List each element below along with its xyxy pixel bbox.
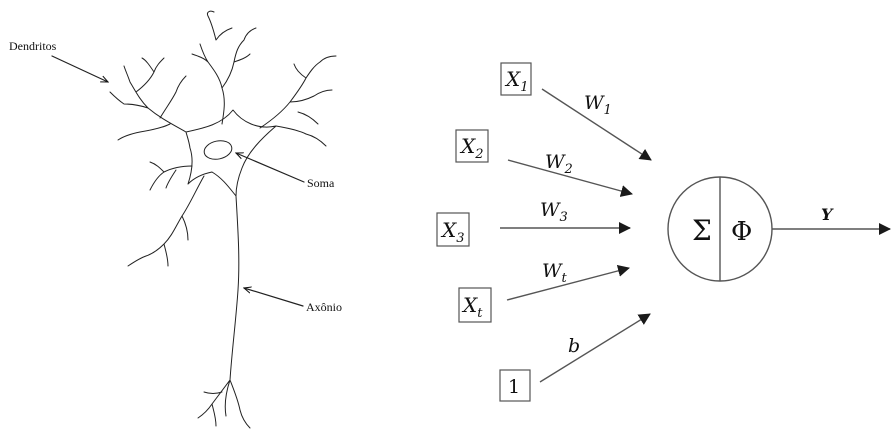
bias-label: b — [568, 335, 580, 357]
svg-text:X3: X3 — [440, 218, 465, 246]
svg-text:X1: X1 — [504, 67, 529, 95]
weight-arrow-2 — [507, 159, 633, 197]
output-label: Y — [821, 205, 834, 224]
axon-pointer — [244, 288, 304, 307]
soma-outline — [185, 109, 277, 197]
weight-label-t: Wt — [542, 260, 568, 286]
svg-text:1: 1 — [508, 376, 520, 398]
svg-text:Xt: Xt — [461, 293, 483, 321]
svg-text:X2: X2 — [459, 134, 484, 162]
input-box-x1: X1 — [500, 62, 532, 96]
neuron-illustration — [109, 10, 337, 429]
perceptron-diagram: X1 X2 X3 Xt 1 W1 W2 W3 Wt — [436, 62, 891, 402]
soma-pointer — [236, 153, 305, 183]
dendrites-label: Dendritos — [9, 39, 57, 53]
axon-label: Axônio — [306, 300, 342, 314]
nucleus-icon — [203, 140, 233, 160]
weight-label-2: W2 — [545, 151, 573, 177]
dendrites-pointer — [51, 55, 108, 83]
weight-arrow-t — [506, 264, 630, 301]
axon-line — [229, 195, 240, 381]
weight-label-1: W1 — [584, 92, 612, 118]
bias-arrow — [539, 313, 651, 383]
weight-arrow-1 — [541, 88, 652, 161]
input-box-x3: X3 — [436, 212, 470, 247]
bias-input-box: 1 — [499, 369, 531, 402]
activation-symbol: Φ — [731, 217, 752, 247]
weight-label-3: W3 — [540, 199, 568, 225]
neuron-unit: Σ Φ — [667, 176, 773, 282]
soma-label: Soma — [307, 176, 335, 190]
input-box-xt: Xt — [458, 287, 492, 323]
sum-symbol: Σ — [692, 214, 712, 247]
input-box-x2: X2 — [455, 129, 489, 163]
